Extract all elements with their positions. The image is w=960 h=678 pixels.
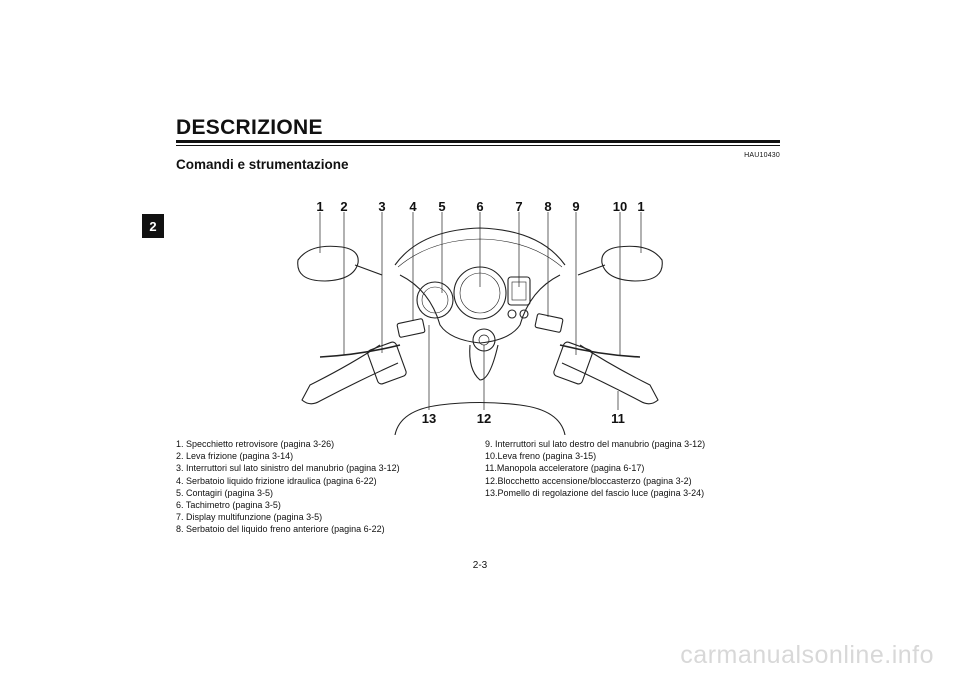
callout-10: 10 [613, 199, 627, 214]
callout-7: 7 [515, 199, 522, 214]
callout-6: 6 [476, 199, 483, 214]
callout-4: 4 [409, 199, 417, 214]
handlebar-illustration: 1 2 3 4 5 6 7 8 9 10 1 13 12 11 [297, 199, 663, 435]
page-number: 2-3 [472, 560, 488, 571]
doc-code: HAU10430 [744, 152, 780, 159]
legend-item: 1. Specchietto retrovisore (pagina 3-26) [176, 439, 335, 449]
title-rule [176, 140, 780, 143]
callout-1-left: 1 [316, 199, 323, 214]
legend-item: 9. Interruttori sul lato destro del manu… [485, 439, 706, 449]
callout-8: 8 [544, 199, 551, 214]
legend-item: 11.Manopola acceleratore (pagina 6-17) [485, 463, 645, 474]
legend-item: 4. Serbatoio liquido frizione idraulica … [176, 475, 377, 486]
callout-12: 12 [477, 411, 491, 426]
legend-item: 12.Blocchetto accensione/bloccasterzo (p… [485, 475, 692, 486]
callout-2: 2 [340, 199, 347, 214]
legend-item: 5. Contagiri (pagina 3-5) [176, 487, 274, 498]
legend-item: 10.Leva freno (pagina 3-15) [485, 451, 597, 462]
legend-right: 9. Interruttori sul lato destro del manu… [485, 438, 705, 499]
legend-item: 2. Leva frizione (pagina 3-14) [176, 451, 294, 462]
legend-item: 8. Serbatoio del liquido freno anteriore… [176, 524, 385, 535]
callout-5: 5 [438, 199, 445, 214]
callout-1-right: 1 [637, 199, 644, 214]
legend-item: 13.Pomello di regolazione del fascio luc… [485, 487, 705, 498]
callout-9: 9 [572, 199, 579, 214]
page-title: DESCRIZIONE [176, 116, 323, 139]
legend-item: 3. Interruttori sul lato sinistro del ma… [176, 463, 400, 474]
legend-left: 1. Specchietto retrovisore (pagina 3-26)… [176, 438, 400, 536]
callout-3: 3 [378, 199, 385, 214]
title-rule-thin [176, 145, 780, 146]
callout-11: 11 [611, 411, 625, 426]
legend-item: 6. Tachimetro (pagina 3-5) [176, 500, 281, 511]
section-tab: 2 [142, 214, 164, 238]
legend-item: 7. Display multifunzione (pagina 3-5) [176, 512, 323, 523]
callout-13: 13 [422, 411, 436, 426]
watermark: carmanualsonline.info [680, 641, 934, 669]
section-subtitle: Comandi e strumentazione [176, 157, 349, 172]
